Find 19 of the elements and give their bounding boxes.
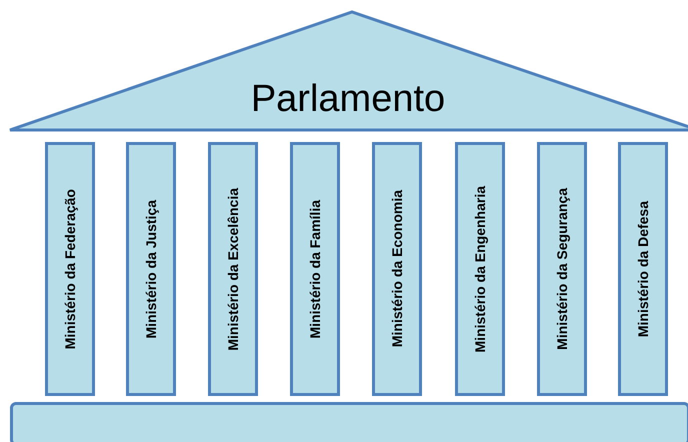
column-box [290,142,340,396]
column-box [618,142,668,396]
column-label: Ministério da Segurança [554,188,570,350]
base-bar [10,402,688,442]
column-label: Ministério da Federação [62,188,78,350]
roof-title: Parlamento [250,78,446,121]
column-label: Ministério da Família [307,200,323,338]
column-box [126,142,176,396]
column-box [208,142,258,396]
column-box [455,142,505,396]
column-label: Ministério da Excelência [225,188,241,350]
column-box [45,142,95,396]
column-box [537,142,587,396]
roof-triangle [8,10,688,132]
column-label: Ministério da Justiça [143,200,159,338]
column-label: Ministério da Defesa [635,200,651,338]
column-label: Ministério da Engenharia [472,186,488,352]
column-label: Ministério da Economia [389,190,405,348]
column-box [372,142,422,396]
